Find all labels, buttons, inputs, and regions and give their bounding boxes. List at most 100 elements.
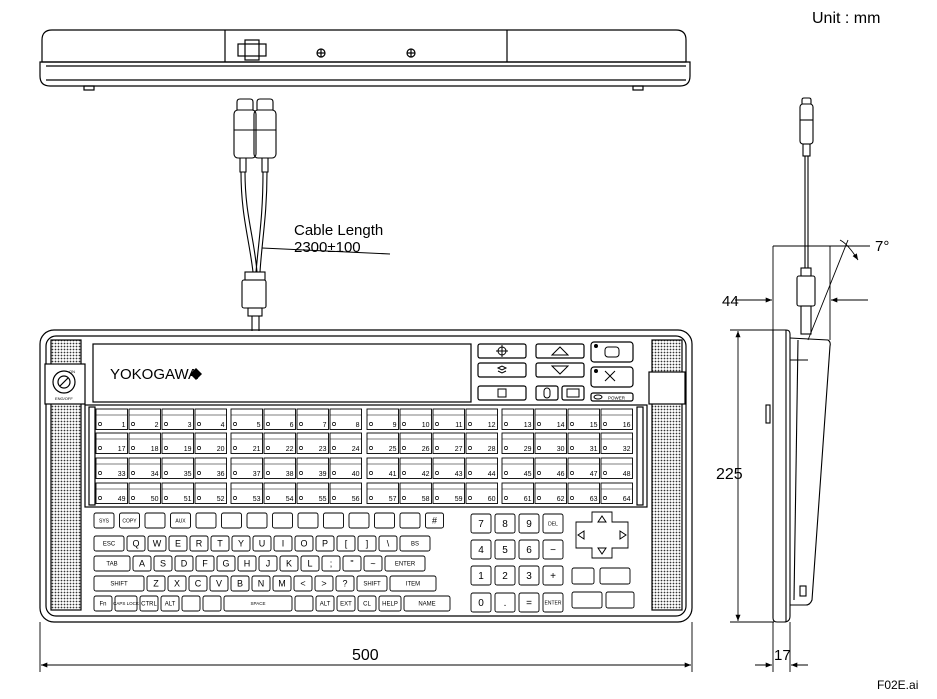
key[interactable] <box>144 512 166 529</box>
function-key[interactable]: 28 <box>465 432 498 454</box>
function-key[interactable]: 50 <box>128 482 161 504</box>
key[interactable]: 9 <box>518 513 540 534</box>
function-key[interactable]: 44 <box>465 457 498 479</box>
function-key[interactable]: 47 <box>567 457 600 479</box>
key[interactable]: E <box>168 535 188 552</box>
function-key[interactable]: 32 <box>600 432 633 454</box>
function-key[interactable]: 52 <box>194 482 227 504</box>
key[interactable] <box>374 512 395 529</box>
function-key[interactable]: 59 <box>432 482 465 504</box>
function-key[interactable]: 17 <box>95 432 128 454</box>
key[interactable]: 6 <box>518 539 540 560</box>
function-key[interactable]: 2 <box>128 408 161 430</box>
key[interactable] <box>246 512 268 529</box>
key[interactable]: EXT <box>336 595 356 612</box>
key[interactable]: T <box>210 535 230 552</box>
key[interactable]: SPACE <box>223 595 293 612</box>
key[interactable]: 3 <box>518 565 540 586</box>
function-key[interactable]: 14 <box>534 408 567 430</box>
key[interactable]: CL <box>357 595 377 612</box>
confirm-button[interactable] <box>590 341 634 363</box>
function-key[interactable]: 41 <box>366 457 399 479</box>
key[interactable]: SHIFT <box>356 575 388 592</box>
key[interactable]: ALT <box>315 595 335 612</box>
layers-button[interactable] <box>477 362 527 378</box>
key[interactable] <box>221 512 242 529</box>
key[interactable]: K <box>279 555 299 572</box>
function-key[interactable]: 49 <box>95 482 128 504</box>
key[interactable]: = <box>518 592 540 613</box>
key[interactable]: COPY <box>119 512 140 529</box>
function-key[interactable]: 4 <box>194 408 227 430</box>
key[interactable]: ] <box>357 535 377 552</box>
function-key[interactable]: 61 <box>501 482 534 504</box>
function-key[interactable]: 8 <box>329 408 362 430</box>
key[interactable]: B <box>230 575 250 592</box>
key[interactable]: NAME <box>403 595 451 612</box>
key[interactable]: 2 <box>494 565 516 586</box>
arrow-key-cluster[interactable] <box>575 511 629 559</box>
function-key[interactable]: 64 <box>600 482 633 504</box>
screen-button[interactable] <box>561 385 585 401</box>
function-key[interactable]: 29 <box>501 432 534 454</box>
key[interactable]: H <box>237 555 257 572</box>
key[interactable]: CAPS LOCK <box>113 595 139 612</box>
key[interactable]: M <box>272 575 292 592</box>
function-key[interactable]: 5 <box>230 408 263 430</box>
function-key[interactable]: 6 <box>263 408 296 430</box>
key[interactable]: BS <box>399 535 431 552</box>
key[interactable]: # <box>425 512 444 529</box>
function-key[interactable]: 56 <box>329 482 362 504</box>
function-key[interactable]: 58 <box>399 482 432 504</box>
key[interactable]: DEL <box>542 513 564 534</box>
key[interactable]: 8 <box>494 513 516 534</box>
key[interactable]: J <box>258 555 278 572</box>
function-key[interactable]: 7 <box>296 408 329 430</box>
key[interactable]: HELP <box>378 595 402 612</box>
function-key[interactable]: 45 <box>501 457 534 479</box>
function-key[interactable]: 55 <box>296 482 329 504</box>
function-key[interactable]: 24 <box>329 432 362 454</box>
key[interactable]: . <box>494 592 516 613</box>
function-key[interactable]: 35 <box>161 457 194 479</box>
cancel-button[interactable] <box>590 366 634 388</box>
key[interactable]: 0 <box>470 592 492 613</box>
key[interactable] <box>599 567 631 585</box>
key[interactable]: [ <box>336 535 356 552</box>
key[interactable]: 7 <box>470 513 492 534</box>
key[interactable]: G <box>216 555 236 572</box>
key[interactable] <box>571 591 603 609</box>
key[interactable]: ~ <box>363 555 383 572</box>
key[interactable]: Q <box>126 535 146 552</box>
function-key[interactable]: 18 <box>128 432 161 454</box>
function-key[interactable]: 31 <box>567 432 600 454</box>
function-key[interactable]: 19 <box>161 432 194 454</box>
function-key[interactable]: 11 <box>432 408 465 430</box>
key[interactable]: Z <box>146 575 166 592</box>
key[interactable] <box>294 595 314 612</box>
mouse-button[interactable] <box>535 385 559 401</box>
function-key[interactable]: 20 <box>194 432 227 454</box>
function-key[interactable]: 26 <box>399 432 432 454</box>
key[interactable]: TAB <box>93 555 131 572</box>
function-key[interactable]: 42 <box>399 457 432 479</box>
function-key[interactable]: 33 <box>95 457 128 479</box>
key[interactable]: R <box>189 535 209 552</box>
key[interactable]: SYS <box>93 512 115 529</box>
function-key[interactable]: 3 <box>161 408 194 430</box>
key[interactable]: A <box>132 555 152 572</box>
function-key[interactable]: 62 <box>534 482 567 504</box>
key[interactable] <box>571 567 595 585</box>
function-key[interactable]: 37 <box>230 457 263 479</box>
function-key[interactable]: 38 <box>263 457 296 479</box>
function-key[interactable]: 23 <box>296 432 329 454</box>
key[interactable] <box>195 512 217 529</box>
function-key[interactable]: 60 <box>465 482 498 504</box>
function-key[interactable]: 9 <box>366 408 399 430</box>
key[interactable]: L <box>300 555 320 572</box>
key[interactable]: CTRL <box>139 595 159 612</box>
function-key[interactable]: 13 <box>501 408 534 430</box>
key[interactable]: ALT <box>160 595 180 612</box>
target-button[interactable] <box>477 343 527 359</box>
function-key[interactable]: 39 <box>296 457 329 479</box>
